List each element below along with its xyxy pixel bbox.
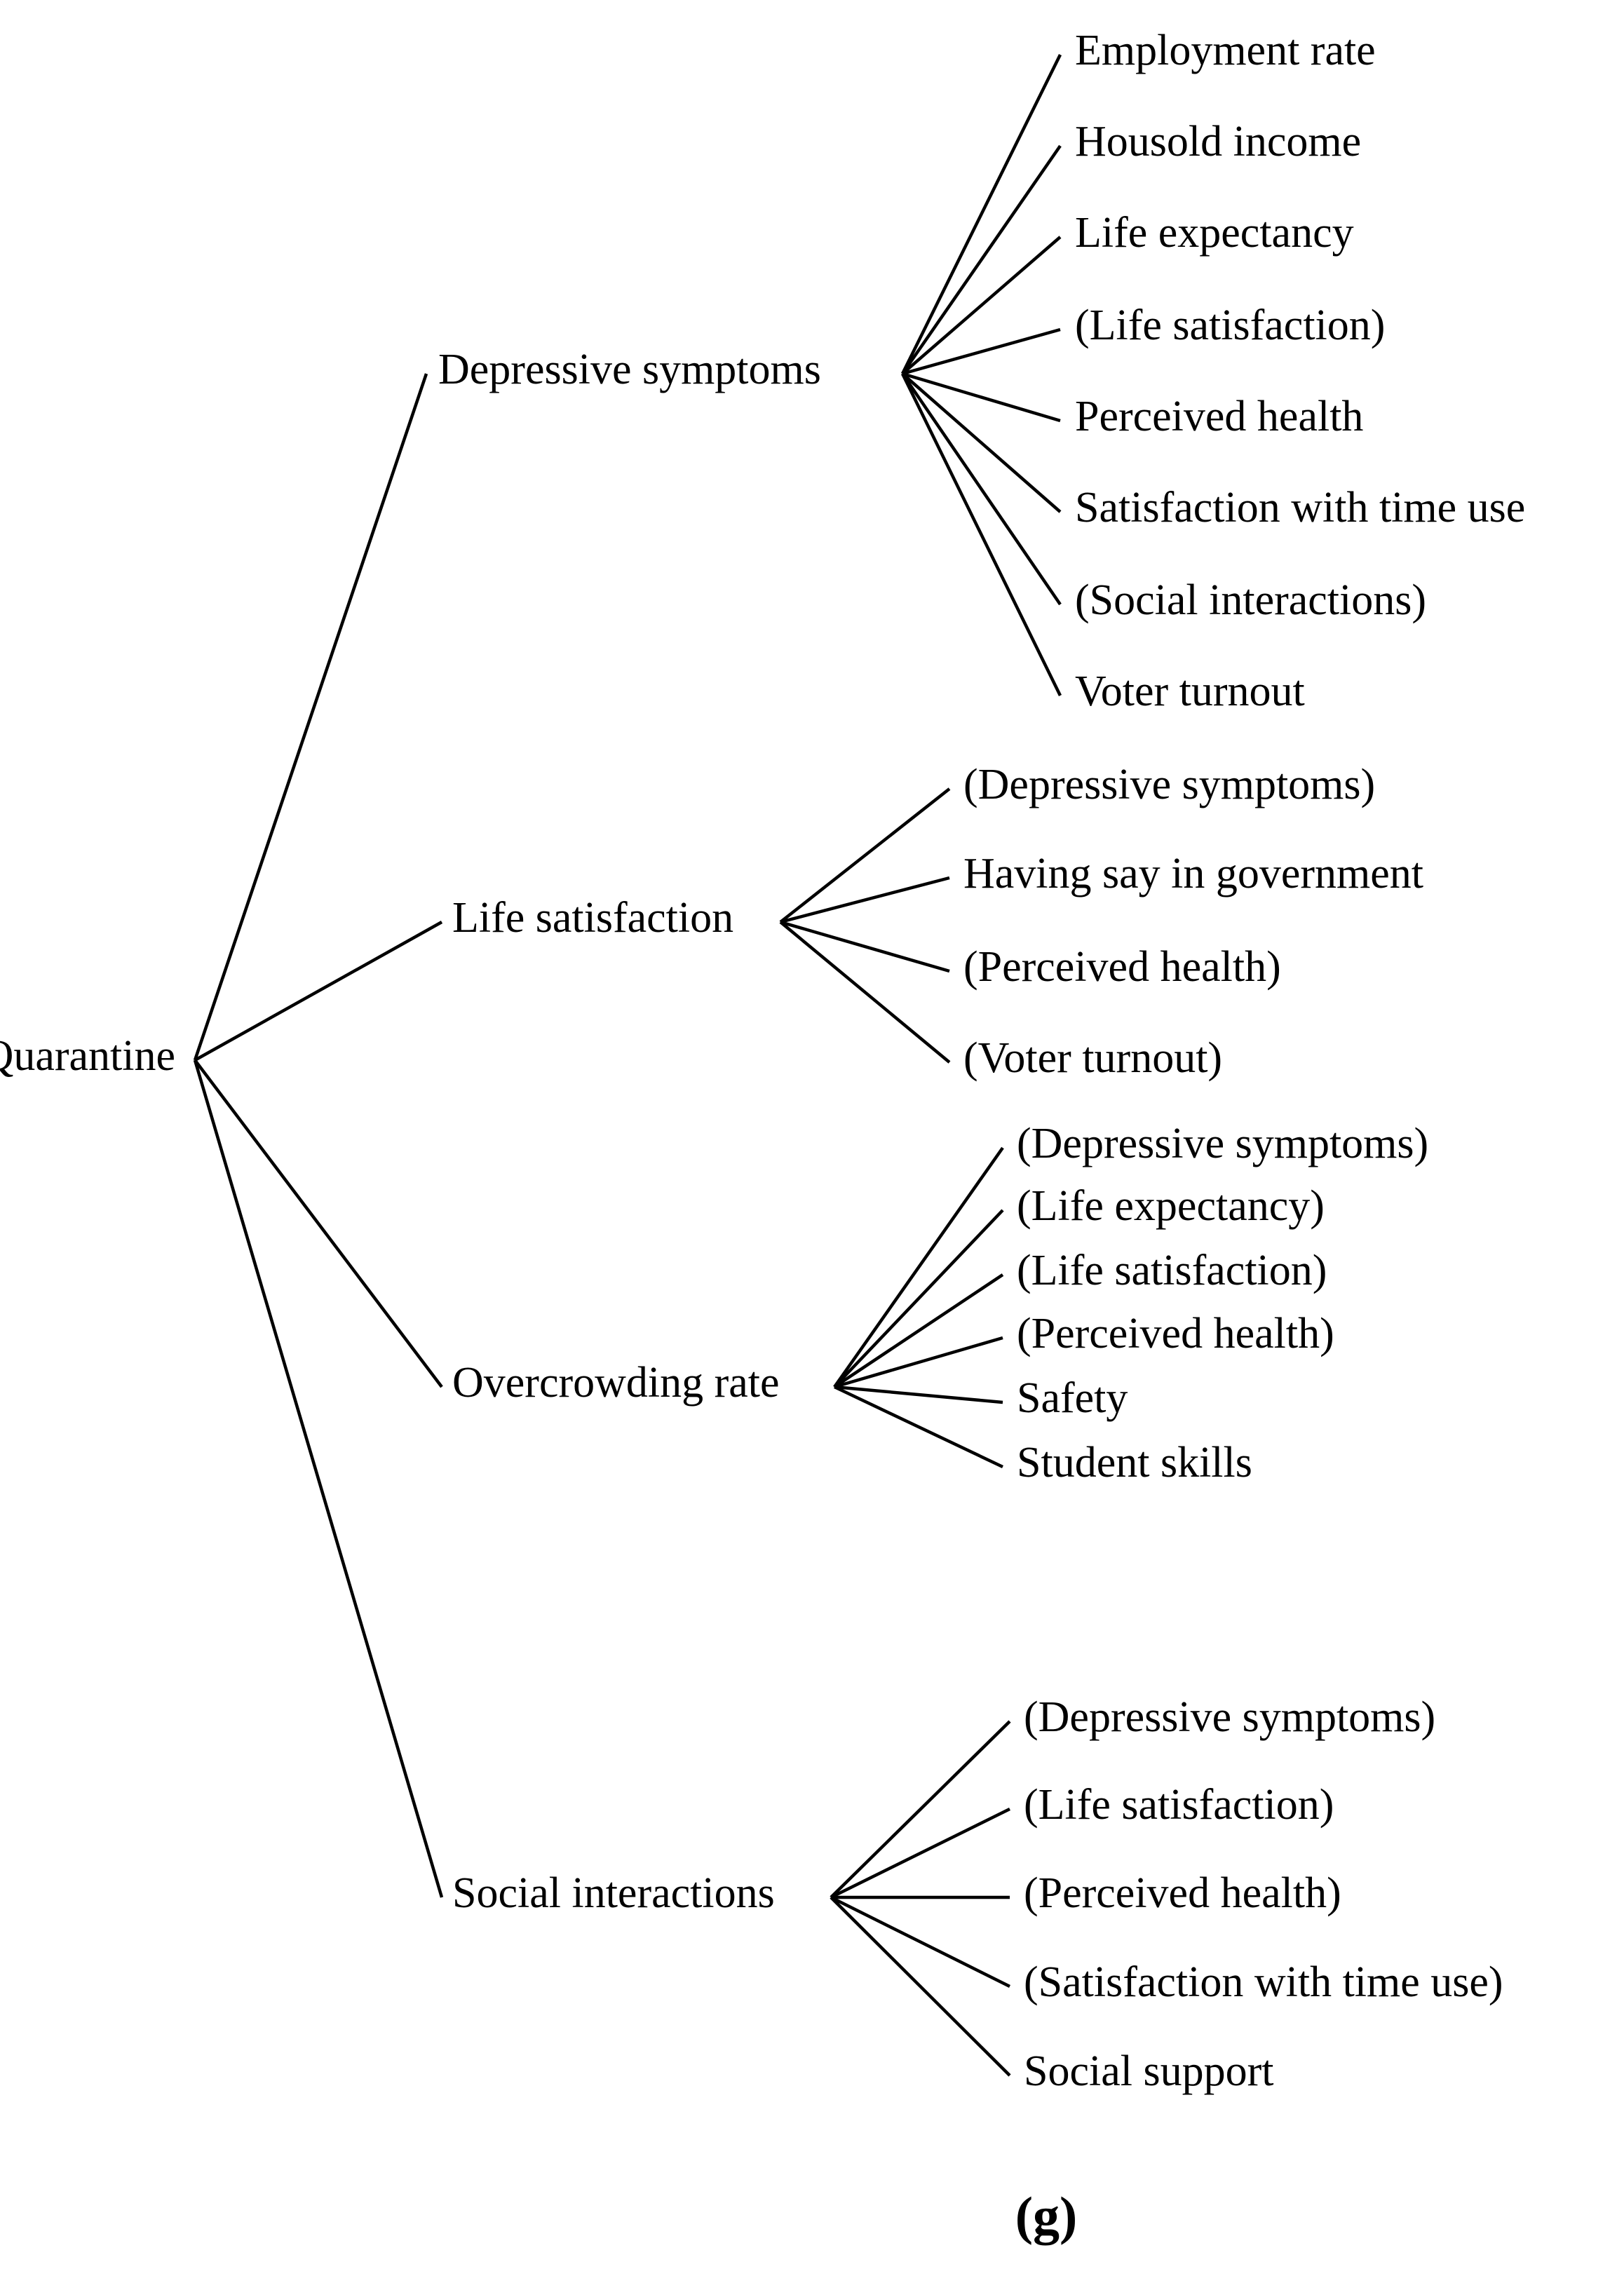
leaf-node-label-2-0: (Depressive symptoms) bbox=[1017, 1120, 1428, 1167]
leaf-node-label-3-4: Social support bbox=[1024, 2047, 1273, 2095]
branch-2-to-leaf-edge-3 bbox=[834, 1336, 1003, 1389]
leaf-node-label-3-1: (Life satisfaction) bbox=[1024, 1781, 1334, 1829]
branch-3-to-leaf-edge-0 bbox=[830, 1720, 1011, 1899]
leaf-node-label-0-7: Voter turnout bbox=[1075, 668, 1305, 715]
leaf-node-label-2-3: (Perceived health) bbox=[1017, 1310, 1334, 1357]
branch-node-label-3: Social interactions bbox=[452, 1869, 775, 1917]
leaf-edge-group bbox=[779, 54, 1062, 2077]
leaf-node-label-1-1: Having say in government bbox=[963, 850, 1423, 897]
node-label-group: Quarantine Depressive symptoms Employment … bbox=[0, 27, 1525, 2095]
branch-0-to-leaf-edge-7 bbox=[900, 373, 1062, 696]
leaf-node-label-2-4: Safety bbox=[1017, 1374, 1128, 1422]
branch-1-to-leaf-edge-3 bbox=[779, 921, 951, 1064]
branch-2-to-leaf-edge-5 bbox=[834, 1385, 1003, 1469]
branch-3-to-leaf-edge-4 bbox=[830, 1896, 1011, 2077]
leaf-node-label-0-5: Satisfaction with time use bbox=[1075, 484, 1525, 531]
leaf-node-label-2-1: (Life expectancy) bbox=[1017, 1182, 1325, 1230]
branch-0-to-leaf-edge-5 bbox=[901, 372, 1062, 513]
branch-2-to-leaf-edge-2 bbox=[833, 1273, 1004, 1388]
branch-0-to-leaf-edge-1 bbox=[901, 144, 1062, 375]
branch-0-to-leaf-edge-2 bbox=[901, 236, 1062, 375]
branch-1-to-leaf-edge-0 bbox=[779, 787, 951, 923]
branch-node-label-0: Depressive symptoms bbox=[438, 346, 821, 393]
branch-0-to-leaf-edge-6 bbox=[901, 372, 1062, 606]
leaf-node-label-2-2: (Life satisfaction) bbox=[1017, 1247, 1327, 1294]
branch-2-to-leaf-edge-4 bbox=[834, 1385, 1003, 1404]
leaf-node-label-3-2: (Perceived health) bbox=[1024, 1869, 1341, 1917]
branch-2-to-leaf-edge-1 bbox=[833, 1209, 1004, 1388]
branch-node-label-1: Life satisfaction bbox=[452, 894, 733, 942]
root-to-branch-edge-3 bbox=[193, 1059, 444, 1898]
branch-0-to-leaf-edge-3 bbox=[902, 327, 1061, 376]
branch-1-to-leaf-edge-1 bbox=[780, 876, 950, 924]
branch-3-to-leaf-edge-3 bbox=[830, 1895, 1011, 1989]
branch-1-to-leaf-edge-2 bbox=[780, 920, 950, 973]
root-node-label: Quarantine bbox=[0, 1032, 175, 1080]
leaf-node-label-0-4: Perceived health bbox=[1075, 393, 1363, 440]
leaf-node-label-1-0: (Depressive symptoms) bbox=[963, 761, 1375, 808]
leaf-node-label-0-1: Housold income bbox=[1075, 118, 1361, 165]
root-to-branch-edge-0 bbox=[193, 373, 428, 1061]
root-edge-group bbox=[193, 373, 444, 1898]
branch-node-label-2: Overcrowding rate bbox=[452, 1359, 780, 1407]
branch-0-to-leaf-edge-0 bbox=[900, 54, 1062, 374]
leaf-node-label-0-3: (Life satisfaction) bbox=[1075, 302, 1385, 349]
branch-2-to-leaf-edge-0 bbox=[833, 1146, 1004, 1388]
leaf-node-label-3-3: (Satisfaction with time use) bbox=[1024, 1958, 1503, 2006]
leaf-node-label-0-6: (Social interactions) bbox=[1075, 576, 1426, 624]
leaf-node-label-0-2: Life expectancy bbox=[1075, 209, 1354, 257]
branch-0-to-leaf-edge-4 bbox=[902, 372, 1061, 423]
leaf-node-label-0-0: Employment rate bbox=[1075, 27, 1376, 74]
leaf-node-label-1-2: (Perceived health) bbox=[963, 943, 1281, 991]
root-to-branch-edge-2 bbox=[194, 1059, 443, 1388]
leaf-node-label-1-3: (Voter turnout) bbox=[963, 1034, 1222, 1082]
leaf-node-label-3-0: (Depressive symptoms) bbox=[1024, 1693, 1435, 1741]
branch-3-to-leaf-edge-1 bbox=[830, 1807, 1010, 1899]
figure-caption: (g) bbox=[1015, 2186, 1078, 2245]
leaf-node-label-2-5: Student skills bbox=[1017, 1439, 1252, 1486]
root-to-branch-edge-1 bbox=[194, 921, 443, 1062]
